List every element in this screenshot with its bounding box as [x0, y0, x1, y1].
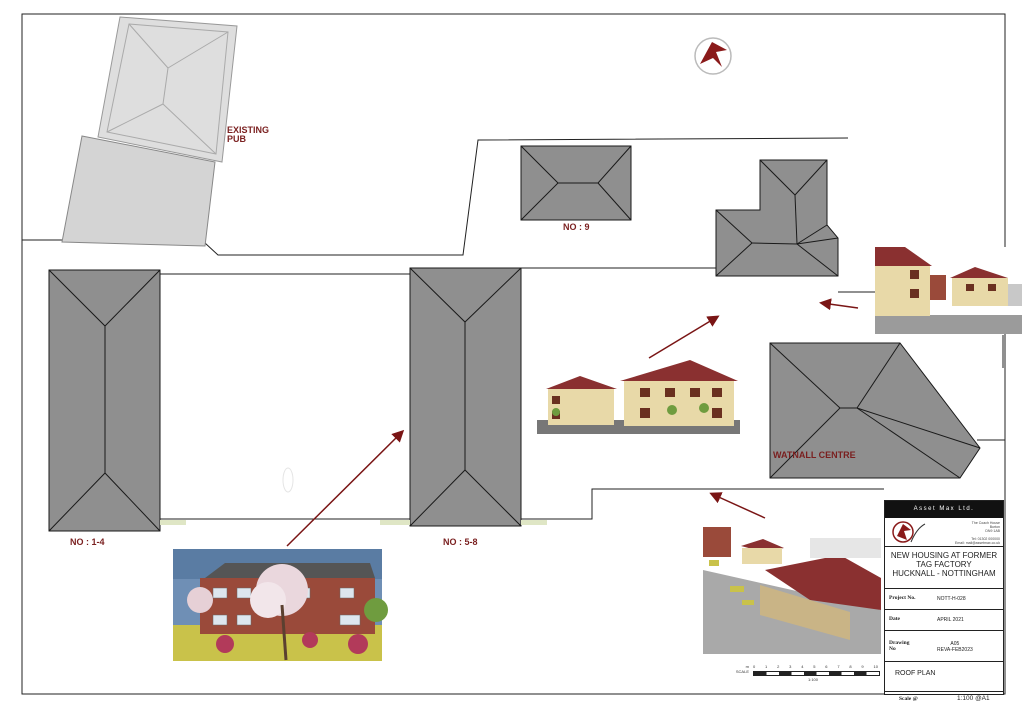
scale-bar-caption: 1:100: [808, 677, 819, 682]
scale-bar: m SCALE 0 1 2 3 4 5 6 7 8 9 10 1:100: [733, 664, 883, 688]
landscape-strips: [160, 520, 547, 525]
scale-label: Scale @: [899, 696, 918, 702]
drawing-no-row: Drawing No A05 REVA-FEB2023: [885, 631, 1003, 662]
scale-tick: 0: [753, 664, 756, 669]
view-arrows: [286, 298, 859, 547]
label-no-1-4: NO : 1-4: [70, 537, 105, 547]
drawing-title: ROOF PLAN: [885, 662, 1003, 692]
project-no-label: Project No.: [889, 595, 916, 601]
drawing-no-label: Drawing No: [889, 640, 910, 652]
scale-tick: 6: [825, 664, 828, 669]
label-existing-pub: EXISTING PUB: [227, 125, 270, 144]
drawing-frame: [21, 13, 1006, 695]
project-no-value: NOTT-H-028: [937, 596, 966, 602]
scale-tick: 3: [789, 664, 792, 669]
scale-tick: 5: [813, 664, 816, 669]
company-logo-icon: [892, 521, 926, 543]
north-arrow-icon: [694, 37, 732, 75]
house-no-9-roof: [520, 145, 632, 221]
scale-tick: 9: [861, 664, 864, 669]
date-row: Date APRIL 2021: [885, 610, 1003, 631]
date-label: Date: [889, 616, 900, 622]
existing-pub-building: [61, 16, 238, 247]
terrace-no-5-8-roof: [409, 267, 522, 527]
scale-tick: 10: [873, 664, 878, 669]
company-address: The Coach House Burton DN9 1AB Tel: 0130…: [955, 521, 1000, 545]
label-no-9: NO : 9: [563, 222, 590, 232]
scale-value: 1:100 @A1: [957, 695, 990, 702]
scale-bar-ticks: 0 1 2 3 4 5 6 7 8 9 10: [753, 664, 878, 670]
scale-tick: 2: [777, 664, 780, 669]
scale-tick: 1: [765, 664, 768, 669]
render-street-view: [875, 247, 1022, 334]
date-value: APRIL 2021: [937, 617, 964, 623]
drawing-no-value: A05 REVA-FEB2023: [937, 641, 973, 653]
company-name: Asset Max Ltd.: [885, 501, 1003, 518]
scale-tick: 8: [849, 664, 852, 669]
label-no-5-8: NO : 5-8: [443, 537, 478, 547]
scale-tick: 4: [801, 664, 804, 669]
scale-tick: 7: [837, 664, 840, 669]
site-marker: [282, 467, 294, 493]
title-block: Asset Max Ltd. The Coach House Burton DN…: [884, 500, 1004, 702]
render-brick-terrace: [173, 549, 388, 661]
scale-row: Scale @ 1:100 @A1: [885, 692, 1003, 706]
project-no-row: Project No. NOTT-H-028: [885, 589, 1003, 610]
render-semi-detached: [537, 360, 740, 434]
label-watnall-centre: WATNALL CENTRE: [773, 450, 856, 460]
scale-bar-label: m SCALE: [735, 664, 749, 674]
render-aerial: [703, 524, 881, 654]
house-l-shaped-roof: [715, 159, 839, 277]
watnall-centre-roof: [769, 342, 981, 479]
project-title: NEW HOUSING AT FORMER TAG FACTORY HUCKNA…: [885, 547, 1003, 589]
scale-bar-graphic: [753, 671, 880, 676]
company-logo-area: The Coach House Burton DN9 1AB Tel: 0130…: [885, 518, 1003, 547]
terrace-no-1-4-roof: [48, 269, 161, 532]
